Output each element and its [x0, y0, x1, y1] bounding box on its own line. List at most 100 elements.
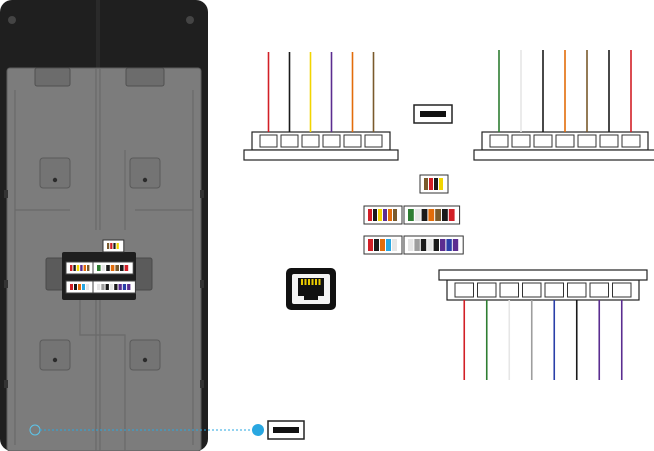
terminal-8pin-connector — [92, 280, 136, 294]
swatch-red — [70, 265, 73, 271]
swatch-orange — [78, 284, 81, 290]
side-clip — [200, 380, 204, 388]
connector-pin — [454, 282, 474, 298]
swatch-black — [113, 243, 116, 249]
terminal-6pin-connector — [65, 261, 95, 275]
mount-pad — [129, 339, 161, 371]
connector-pin — [301, 134, 320, 148]
swatch-brown — [435, 209, 441, 221]
swatch-white — [414, 209, 421, 221]
screw-hole-top-left — [8, 16, 16, 24]
connector-pin — [477, 282, 497, 298]
swatch-yellow — [439, 178, 443, 190]
swatch-black — [434, 178, 438, 190]
terminal-7pin-connector — [92, 261, 134, 275]
swatch-yellow — [116, 243, 119, 249]
swatch-orange — [388, 209, 392, 221]
swatch-purple — [452, 239, 459, 251]
swatch-brown — [107, 243, 110, 249]
swatch-black — [373, 209, 377, 221]
7pin-connector-swatch — [403, 205, 461, 225]
swatch-purple — [440, 239, 446, 251]
connector-pin — [567, 282, 587, 298]
connector-pin — [621, 134, 641, 148]
swatch-black — [442, 209, 448, 221]
connector-7pin — [473, 50, 654, 161]
mount-pad — [129, 157, 161, 189]
connector-pin — [544, 282, 564, 298]
swatch-purple — [80, 265, 83, 271]
swatch-white — [97, 284, 101, 290]
swatch-gray — [414, 239, 420, 251]
small-connector-swatch — [419, 174, 449, 194]
swatch-red — [448, 209, 455, 221]
swatch-white — [408, 239, 414, 251]
swatch-white — [392, 239, 397, 251]
connector-6pin — [243, 52, 399, 161]
swatch-red — [70, 284, 73, 290]
connector-flange — [473, 149, 654, 161]
connector-pin — [555, 134, 575, 148]
side-clip — [4, 280, 8, 288]
mount-hole — [142, 357, 148, 363]
mount-pad — [39, 339, 71, 371]
terminal-small-connector — [102, 239, 125, 253]
swatch-white — [109, 284, 114, 290]
mount-pads — [39, 157, 161, 371]
swatch-black — [105, 284, 109, 290]
connector-pin — [280, 134, 299, 148]
connector-pin — [511, 134, 531, 148]
device-back — [0, 0, 208, 451]
connector-pin — [533, 134, 553, 148]
swatch-yellow — [76, 265, 80, 271]
connector-housing — [446, 279, 640, 301]
side-clip — [4, 380, 8, 388]
swatch-yellow — [378, 209, 382, 221]
swatch-black — [114, 284, 118, 290]
connector-pin — [259, 134, 278, 148]
swatch-orange — [380, 239, 385, 251]
mount-tab-left — [34, 67, 71, 87]
callout-dot — [252, 424, 264, 436]
swatch-brown — [424, 178, 428, 190]
side-clip — [200, 280, 204, 288]
connector-flange — [438, 269, 648, 281]
swatch-cyan — [82, 284, 85, 290]
6pin-connector-swatch — [363, 205, 403, 225]
side-clips — [4, 190, 204, 388]
swatch-white — [86, 284, 89, 290]
mount-holes — [52, 177, 148, 363]
mount-hole — [52, 357, 58, 363]
screw-hole-top-right — [186, 16, 194, 24]
swatch-red — [368, 209, 372, 221]
device-body-highlight — [96, 0, 100, 70]
mount-hole — [52, 177, 58, 183]
swatch-purple — [127, 284, 131, 290]
swatch-red — [368, 239, 373, 251]
mount-tab-right — [125, 67, 165, 87]
swatch-orange — [110, 265, 115, 271]
swatch-green — [408, 209, 414, 221]
connector-pin — [499, 282, 519, 298]
swatch-orange — [428, 209, 435, 221]
mount-hole — [142, 177, 148, 183]
swatch-black — [74, 284, 77, 290]
swatch-brown — [115, 265, 119, 271]
rj45-port-icon — [286, 268, 336, 310]
usb-port-icon — [413, 104, 453, 124]
swatch-brown — [87, 265, 90, 271]
swatch-black — [120, 265, 124, 271]
swatch-purple — [383, 209, 387, 221]
swatch-blue — [446, 239, 452, 251]
usb-port-icon-callout — [267, 420, 305, 440]
connector-pin — [489, 134, 509, 148]
connector-pin — [589, 282, 609, 298]
connector-flange — [243, 149, 399, 161]
terminal-5pin-connector — [65, 280, 95, 294]
swatch-gray — [101, 284, 105, 290]
8pin-connector-swatch — [403, 235, 464, 255]
swatch-white — [101, 265, 106, 271]
swatch-red — [124, 265, 129, 271]
connector-pin — [364, 134, 383, 148]
swatch-black — [420, 239, 427, 251]
